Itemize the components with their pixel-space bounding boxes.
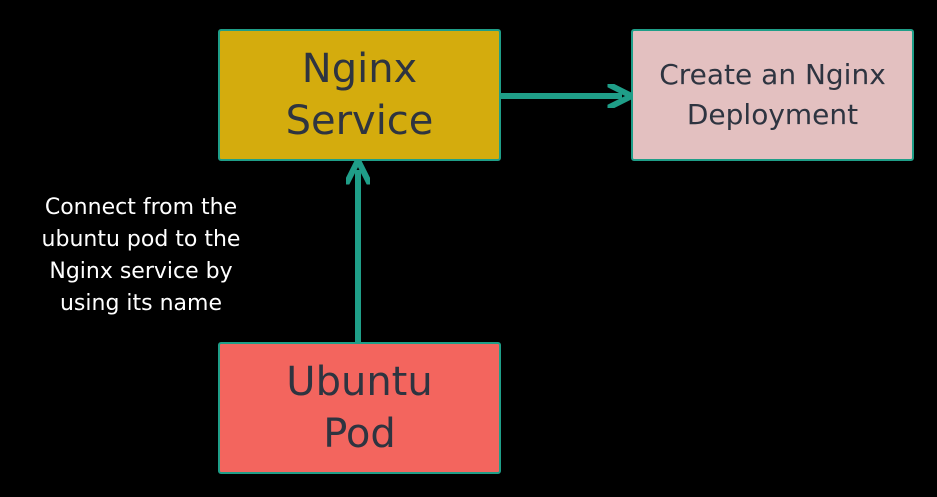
note-line-3: Nginx service by: [49, 259, 233, 284]
note-line-4: using its name: [59, 291, 222, 316]
nginx-deployment-node: Create an Nginx Deployment: [631, 29, 914, 161]
nginx-service-label-line-2: Service: [285, 98, 434, 144]
deployment-label-line-1: Create an Nginx: [659, 58, 886, 91]
ubuntu-pod-label-line-1: Ubuntu: [286, 359, 433, 405]
ubuntu-pod-node: Ubuntu Pod: [218, 342, 501, 474]
note-line-1: Connect from the: [44, 195, 238, 220]
deployment-label-line-2: Deployment: [686, 98, 859, 131]
nginx-service-node: Nginx Service: [218, 29, 501, 161]
nginx-service-label-line-1: Nginx: [301, 46, 418, 92]
connect-note: Connect from the ubuntu pod to the Nginx…: [10, 192, 272, 320]
note-line-2: ubuntu pod to the: [41, 227, 241, 252]
ubuntu-pod-label-line-2: Pod: [323, 411, 396, 457]
